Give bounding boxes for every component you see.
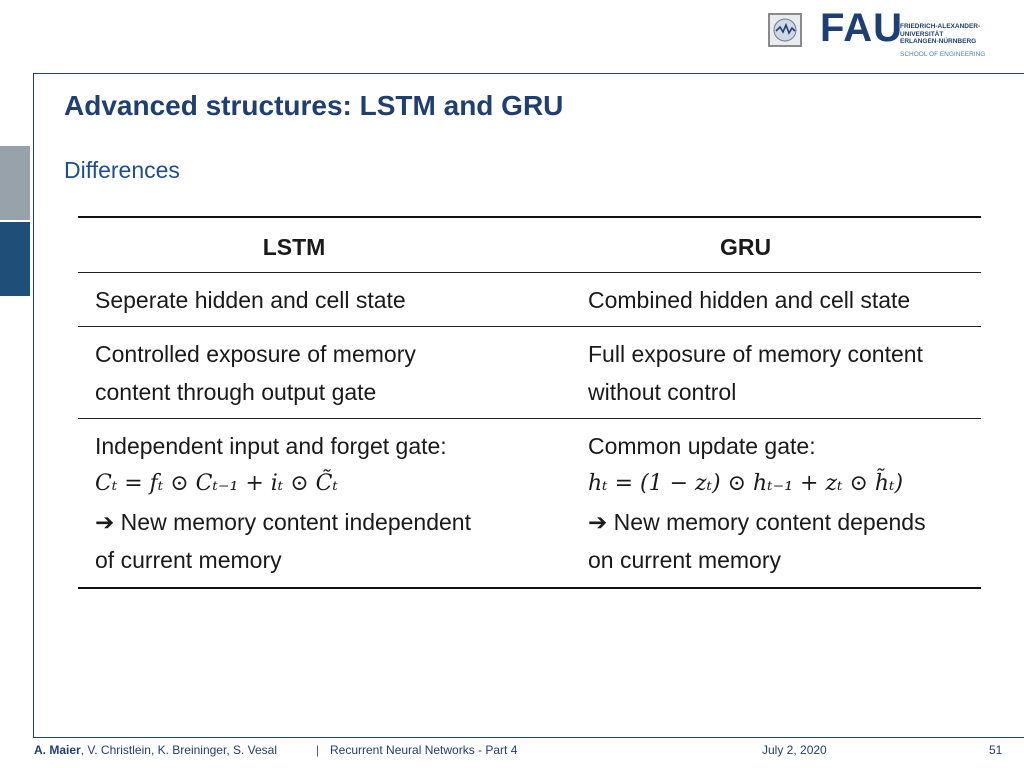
side-tab-inactive	[0, 146, 30, 220]
cell-text: Common update gate:	[588, 433, 816, 459]
header-lstm: LSTM	[262, 234, 326, 260]
lstm-cell: Seperate hidden and cell state	[78, 273, 571, 326]
slide-title: Advanced structures: LSTM and GRU	[64, 90, 564, 121]
table-divider	[78, 326, 981, 327]
university-line: UNIVERSITÄT	[900, 30, 944, 38]
cell-text: ➔ New memory content independent	[95, 509, 471, 535]
frame-top-line	[33, 73, 1024, 74]
gru-cell: Full exposure of memory content without …	[571, 327, 981, 418]
university-line: ERLANGEN-NÜRNBERG	[900, 38, 977, 45]
seal-icon	[768, 13, 802, 47]
header-gru: GRU	[719, 234, 772, 260]
table-divider	[78, 418, 981, 419]
footer-date: July 2, 2020	[762, 743, 827, 757]
slide-subtitle: Differences	[64, 157, 180, 183]
table-bottom-rule	[78, 587, 981, 589]
cell-text: Independent input and forget gate:	[95, 433, 447, 459]
table-top-rule	[78, 216, 981, 218]
lstm-formula: Cₜ = fₜ ⊙ Cₜ₋₁ + iₜ ⊙ C̃ₜ	[95, 471, 338, 496]
table-row: Independent input and forget gate: Cₜ = …	[78, 419, 981, 587]
page-number: 51	[989, 743, 1003, 757]
table-row: Controlled exposure of memory content th…	[78, 327, 981, 418]
school-name: SCHOOL OF ENGINEERING	[900, 51, 986, 58]
gru-cell: Common update gate: hₜ = (1 − zₜ) ⊙ hₜ₋₁…	[571, 419, 981, 587]
frame-bottom-line	[33, 737, 1024, 738]
side-tab-active	[0, 222, 30, 296]
frame-left-line	[33, 73, 34, 738]
footer-topic: Recurrent Neural Networks - Part 4	[330, 743, 518, 757]
fau-logo: FAU	[820, 6, 903, 50]
cell-text: on current memory	[588, 547, 782, 573]
footer-separator: |	[316, 743, 320, 757]
cell-text: without control	[588, 379, 737, 405]
cell-text: of current memory	[95, 547, 282, 573]
cell-text: Seperate hidden and cell state	[95, 287, 406, 313]
cell-text: Controlled exposure of memory	[95, 341, 416, 367]
footer-authors: A. Maier, V. Christlein, K. Breininger, …	[34, 743, 277, 757]
table-divider	[78, 272, 981, 273]
gru-formula: hₜ = (1 − zₜ) ⊙ hₜ₋₁ + zₜ ⊙ h̃ₜ)	[588, 471, 904, 496]
cell-text: Full exposure of memory content	[588, 341, 923, 367]
cell-text: Combined hidden and cell state	[588, 287, 911, 313]
lstm-cell: Controlled exposure of memory content th…	[78, 327, 571, 418]
cell-text: content through output gate	[95, 379, 377, 405]
co-authors: , V. Christlein, K. Breininger, S. Vesal	[80, 743, 278, 757]
university-line: FRIEDRICH-ALEXANDER-	[900, 23, 981, 30]
cell-text: ➔ New memory content depends	[588, 509, 926, 535]
gru-cell: Combined hidden and cell state	[571, 273, 981, 326]
university-name: FRIEDRICH-ALEXANDER- UNIVERSITÄT ERLANGE…	[900, 23, 1000, 46]
comparison-table: LSTM GRU Seperate hidden and cell state …	[78, 216, 981, 589]
table-header-row: LSTM GRU	[78, 218, 981, 272]
table-row: Seperate hidden and cell state Combined …	[78, 273, 981, 326]
lstm-cell: Independent input and forget gate: Cₜ = …	[78, 419, 571, 587]
lead-author: A. Maier	[34, 743, 81, 757]
